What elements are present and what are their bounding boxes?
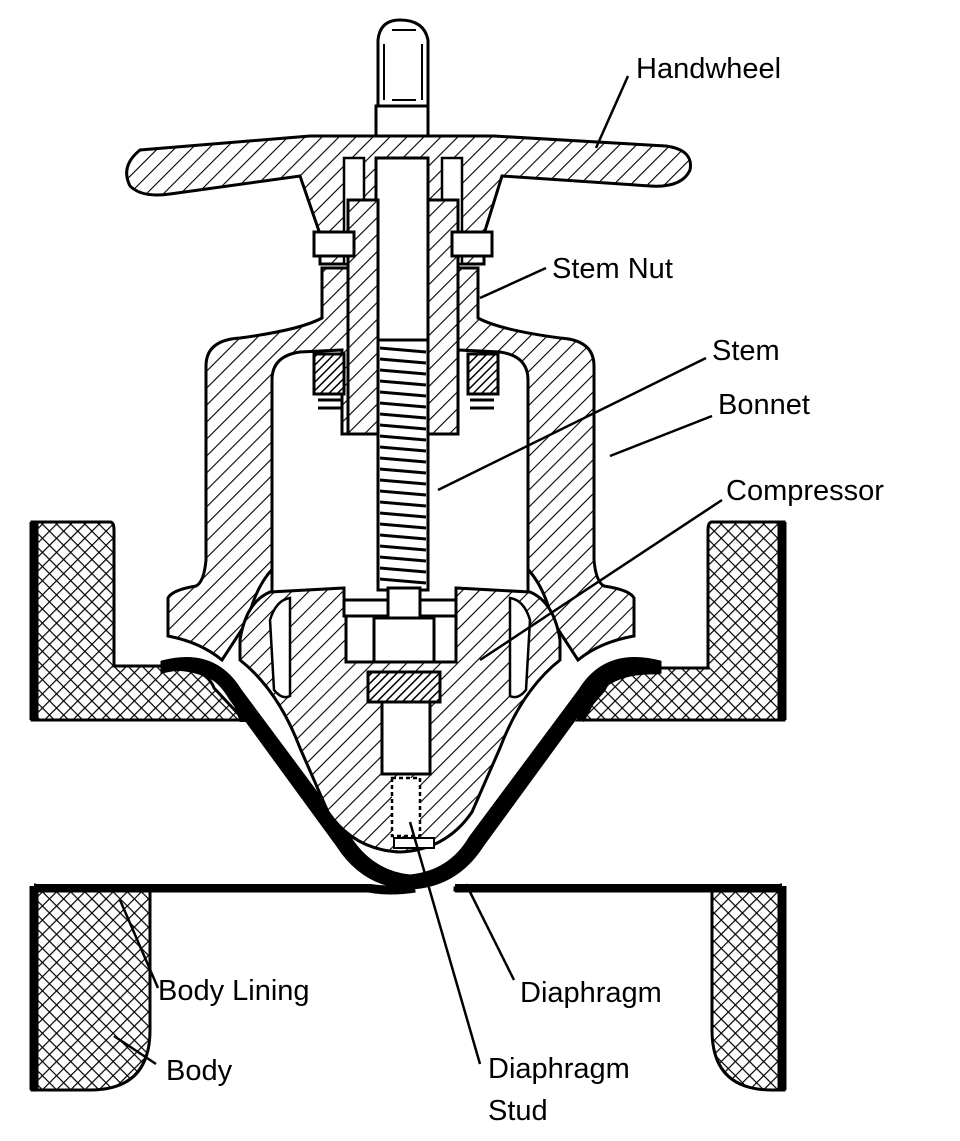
thread-line (379, 478, 427, 486)
stem-tip-slot (383, 29, 423, 101)
thread-line (379, 401, 427, 409)
diaphragm (160, 657, 662, 890)
stem-nut (312, 198, 500, 436)
compressor-bore (380, 700, 432, 776)
thread-line (379, 390, 427, 398)
label-handwheel: Handwheel (636, 53, 781, 85)
thread-line (379, 423, 427, 431)
leader-compressor (479, 498, 723, 662)
label-bonnet: Bonnet (718, 389, 810, 421)
compressor-recess-left (268, 596, 292, 699)
thread-line (379, 489, 427, 497)
stem-threads (379, 346, 427, 585)
stem-tip (376, 18, 430, 108)
compressor-pin (366, 670, 442, 704)
leader-bonnet (609, 414, 713, 458)
label-diaphragm: Diaphragm (520, 977, 662, 1009)
thread-line (379, 445, 427, 453)
thread-line (379, 577, 427, 585)
label-compressor: Compressor (726, 475, 884, 507)
leader-stem (437, 356, 707, 492)
body-lining-left (29, 522, 416, 1090)
leader-stem-nut (479, 266, 547, 300)
label-stem: Stem (712, 335, 780, 367)
stem (372, 18, 436, 664)
set-screw-left (312, 230, 356, 258)
thread-line (379, 544, 427, 552)
thread-line (379, 500, 427, 508)
leader-body (113, 1034, 157, 1066)
thread-line (379, 368, 427, 376)
thread-line (379, 467, 427, 475)
thread-line (379, 357, 427, 365)
thread-line (379, 511, 427, 519)
thread-line (379, 434, 427, 442)
leader-body-lining (118, 899, 160, 989)
label-body: Body (166, 1055, 233, 1087)
stem-lower (386, 586, 422, 622)
body-lining-right (455, 522, 787, 1090)
leader-lines (113, 75, 723, 1066)
thread-line (379, 555, 427, 563)
set-screw-right (450, 230, 494, 258)
leader-diaphragm (464, 883, 516, 981)
thread-line (379, 346, 427, 354)
label-body-lining: Body Lining (158, 975, 310, 1007)
leader-handwheel (594, 75, 630, 149)
thread-line (379, 456, 427, 464)
thread-line (379, 379, 427, 387)
label-stem-nut: Stem Nut (552, 253, 673, 285)
thread-line (379, 533, 427, 541)
label-diaphragm-stud-line2: Stud (488, 1095, 548, 1127)
stem-collar (372, 616, 436, 664)
thread-line (379, 522, 427, 530)
handwheel (125, 134, 692, 266)
bearing-right (466, 352, 500, 396)
thread-line (379, 566, 427, 574)
stem-thread (376, 338, 430, 592)
label-diaphragm-stud-line1: Diaphragm (488, 1053, 630, 1085)
leader-diaphragm-stud (408, 821, 482, 1065)
compressor-recess-right (508, 596, 532, 699)
thread-line (379, 412, 427, 420)
bearing-left (312, 352, 346, 396)
